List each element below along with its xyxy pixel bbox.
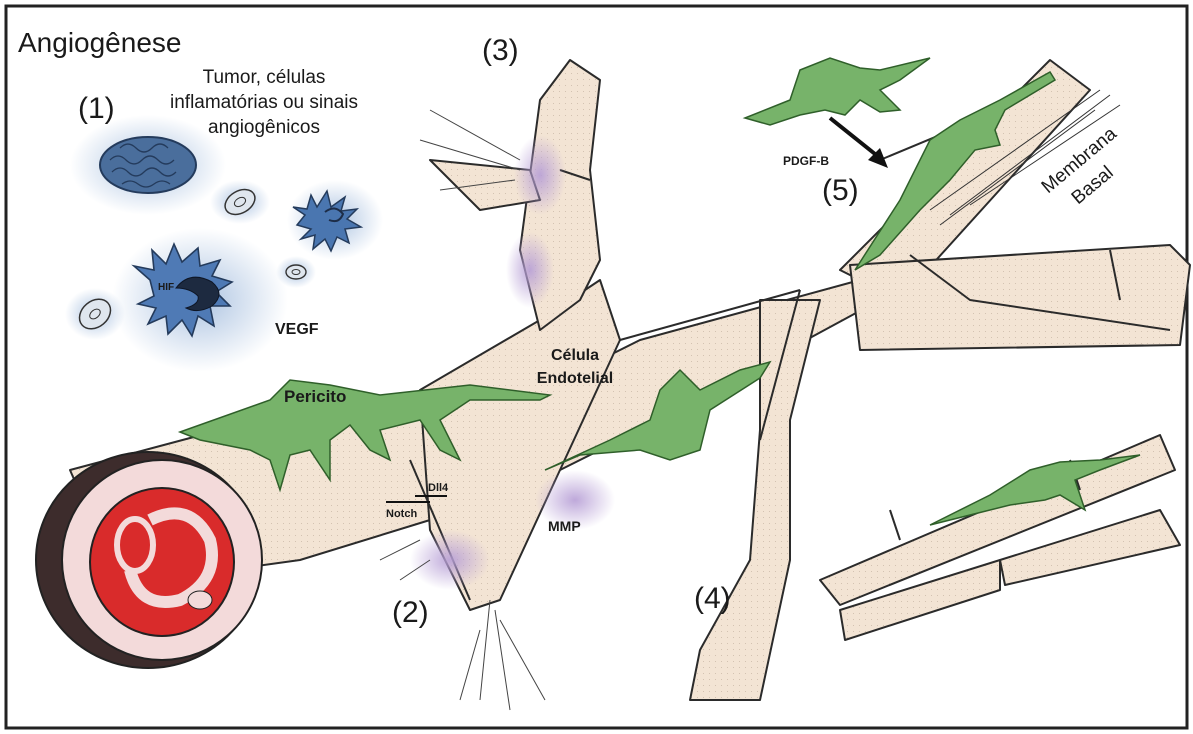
dll4-label: Dll4 [428,482,449,494]
vessel-cross-section [36,452,262,668]
notch-label: Notch [386,508,417,520]
pdgfb-label: PDGF-B [783,154,829,168]
tumor-cluster [70,115,226,215]
vegf-label: VEGF [275,321,319,338]
tumor-caption-line2: inflamatórias ou sinais [170,92,358,113]
step-4-label: (4) [694,582,731,615]
endothelial-cell-label-line1: Célula [551,347,599,364]
step-3-label: (3) [482,34,519,67]
dendritic-cell-blue [287,180,383,260]
step-5-label: (5) [822,174,859,207]
small-cell-top [210,180,270,224]
tumor-caption-line3: angiogênicos [208,117,320,138]
macrophage-hif [112,228,288,372]
hif-label: HIF [158,282,174,293]
mmp-label: MMP [548,518,581,534]
tumor-caption-line1: Tumor, células [203,67,326,88]
step-2-label: (2) [392,596,429,629]
step-1-label: (1) [78,92,115,125]
pericyte-label: Pericito [284,387,346,406]
endothelial-cell-label-line2: Endotelial [537,370,613,387]
figure-title: Angiogênese [18,27,181,58]
